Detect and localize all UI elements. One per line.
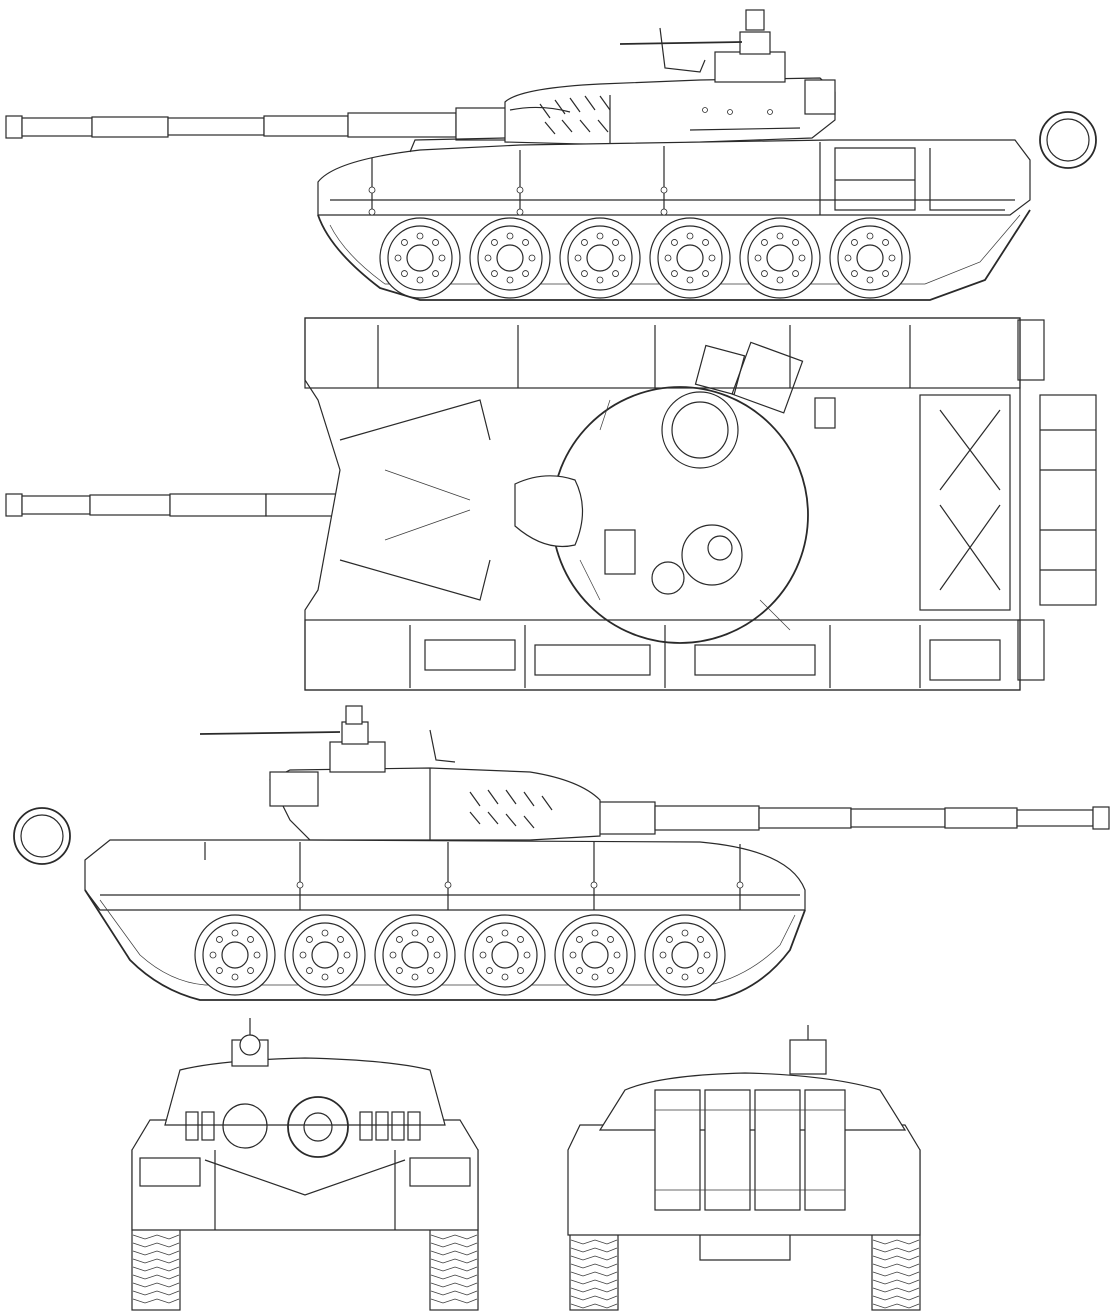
tread-link xyxy=(132,1234,180,1240)
tread-link xyxy=(872,1271,920,1277)
tread-link xyxy=(872,1279,920,1285)
hull-2 xyxy=(84,839,806,911)
rear-cupola xyxy=(789,1039,827,1075)
track xyxy=(317,209,1031,301)
turret-2 xyxy=(269,767,601,841)
tread-link xyxy=(570,1247,618,1253)
tread-link xyxy=(132,1258,180,1264)
tread-link xyxy=(872,1287,920,1293)
front-turret xyxy=(164,1057,446,1126)
tread-link xyxy=(570,1239,618,1245)
road-wheel xyxy=(284,914,366,996)
top-turret xyxy=(514,341,836,644)
road-wheel xyxy=(829,217,911,299)
tread-link xyxy=(872,1263,920,1269)
smoke-launchers xyxy=(539,95,611,135)
splash-guard xyxy=(384,469,471,541)
tread-link xyxy=(430,1234,478,1240)
tread-link xyxy=(872,1239,920,1245)
tread-link xyxy=(570,1279,618,1285)
front-smoke-launchers xyxy=(185,1111,421,1141)
top-fenders xyxy=(304,317,1045,691)
rear-turret xyxy=(598,1072,907,1131)
rear-view xyxy=(567,1025,921,1311)
turret xyxy=(504,77,836,146)
engine-deck xyxy=(919,394,1097,611)
side-view-right xyxy=(5,9,1097,301)
road-wheel xyxy=(644,914,726,996)
front-hull xyxy=(131,1119,479,1231)
hull xyxy=(317,137,1031,216)
rear-fuel-drums xyxy=(654,1089,846,1211)
tread-link xyxy=(132,1274,180,1280)
tread-link xyxy=(570,1255,618,1261)
tread-link xyxy=(430,1290,478,1296)
tread-link xyxy=(872,1295,920,1301)
road-wheel xyxy=(374,914,456,996)
hull-rivets-2 xyxy=(296,881,744,889)
road-wheel xyxy=(379,217,461,299)
road-wheel xyxy=(194,914,276,996)
tread-link xyxy=(570,1287,618,1293)
road-wheel xyxy=(554,914,636,996)
tread-link xyxy=(430,1250,478,1256)
tread-link xyxy=(570,1271,618,1277)
tread-link xyxy=(430,1298,478,1304)
road-wheel xyxy=(739,217,821,299)
tread-link xyxy=(430,1258,478,1264)
tread-link xyxy=(570,1295,618,1301)
tread-link xyxy=(132,1250,180,1256)
rear-track-treads xyxy=(570,1239,920,1309)
glacis xyxy=(339,399,491,601)
hull-rivets xyxy=(368,186,668,216)
road-wheel xyxy=(649,217,731,299)
tread-link xyxy=(872,1247,920,1253)
front-v-plate xyxy=(204,1159,406,1196)
fuel-drum xyxy=(1039,111,1097,169)
road-wheel xyxy=(464,914,546,996)
tread-link xyxy=(132,1282,180,1288)
front-track-treads xyxy=(132,1234,478,1304)
tread-link xyxy=(132,1290,180,1296)
tread-link xyxy=(132,1266,180,1272)
smoke-launchers-2 xyxy=(469,789,553,829)
tread-link xyxy=(872,1303,920,1309)
tread-link xyxy=(430,1274,478,1280)
tread-link xyxy=(430,1242,478,1248)
tread-link xyxy=(872,1255,920,1261)
fuel-drum-2 xyxy=(13,807,71,865)
tread-link xyxy=(430,1266,478,1272)
tread-link xyxy=(132,1242,180,1248)
front-view xyxy=(131,1018,479,1311)
road-wheel xyxy=(469,217,551,299)
top-hull-outline xyxy=(304,317,1021,691)
top-view xyxy=(5,317,1097,691)
gun-barrel-2 xyxy=(594,801,1110,835)
rear-hitch xyxy=(699,1235,791,1261)
gun-muzzle xyxy=(287,1096,349,1158)
tread-link xyxy=(430,1282,478,1288)
road-wheel xyxy=(559,217,641,299)
tread-link xyxy=(570,1263,618,1269)
commander-cupola xyxy=(619,9,786,83)
tread-link xyxy=(570,1303,618,1309)
side-view-left xyxy=(13,705,1110,1001)
road-wheels-2 xyxy=(194,914,726,996)
road-wheels xyxy=(379,217,911,299)
commander-cupola-2 xyxy=(199,705,456,773)
tread-link xyxy=(132,1298,180,1304)
gun-barrel xyxy=(5,107,517,141)
